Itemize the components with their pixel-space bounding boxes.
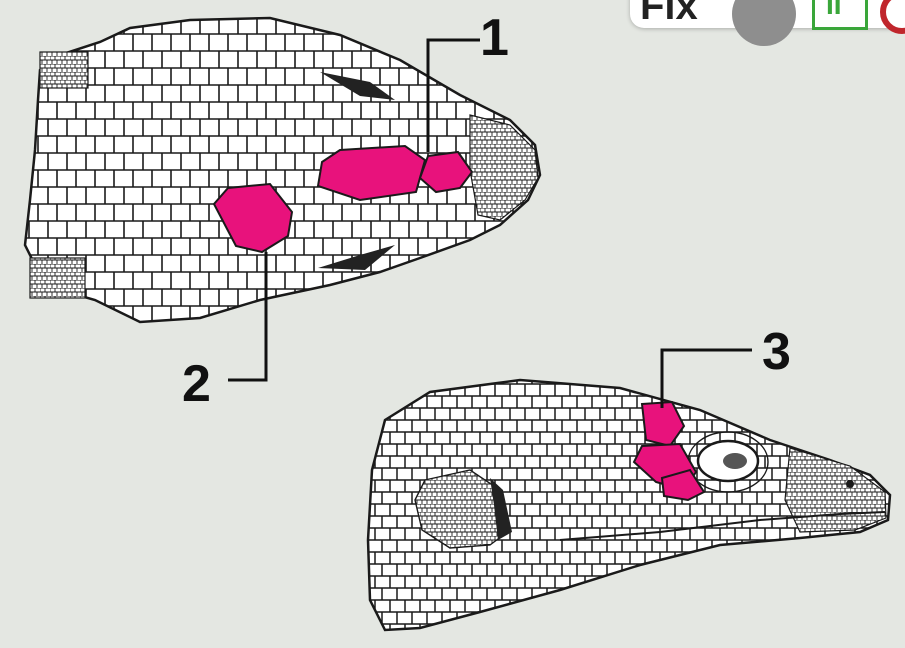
callout-2: 2 — [182, 358, 211, 410]
callout-3: 3 — [762, 326, 791, 378]
lateral-eye-pupil — [723, 453, 747, 469]
lateral-nostril — [846, 480, 854, 488]
dorsal-neck-bottom — [30, 258, 85, 298]
lateral-head — [368, 380, 890, 630]
dorsal-snout-scales — [470, 115, 538, 220]
highlight-scale-1a — [318, 146, 425, 200]
lateral-snout-scales — [785, 448, 886, 532]
dorsal-head — [25, 18, 540, 322]
dorsal-neck-top — [40, 52, 88, 88]
leader-line-3 — [662, 350, 752, 408]
callout-1: 1 — [480, 12, 509, 64]
